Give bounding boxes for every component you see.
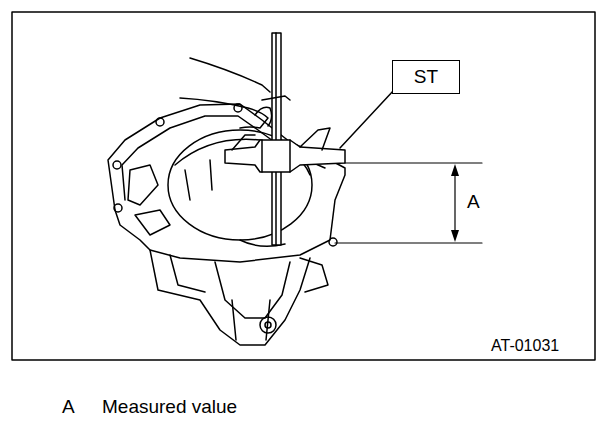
tool-callout-box: ST	[392, 60, 460, 94]
leader-line	[340, 90, 394, 148]
dimension-arrowheads	[451, 164, 459, 242]
key-description: Measured value	[102, 397, 237, 418]
dimension-label: A	[467, 192, 480, 213]
dimension-line	[335, 163, 482, 243]
key-letter: A	[62, 397, 75, 418]
case-flange	[108, 104, 345, 262]
tool-label: ST	[414, 67, 438, 88]
figure-number: AT-01031	[491, 337, 559, 355]
frame	[12, 12, 595, 360]
